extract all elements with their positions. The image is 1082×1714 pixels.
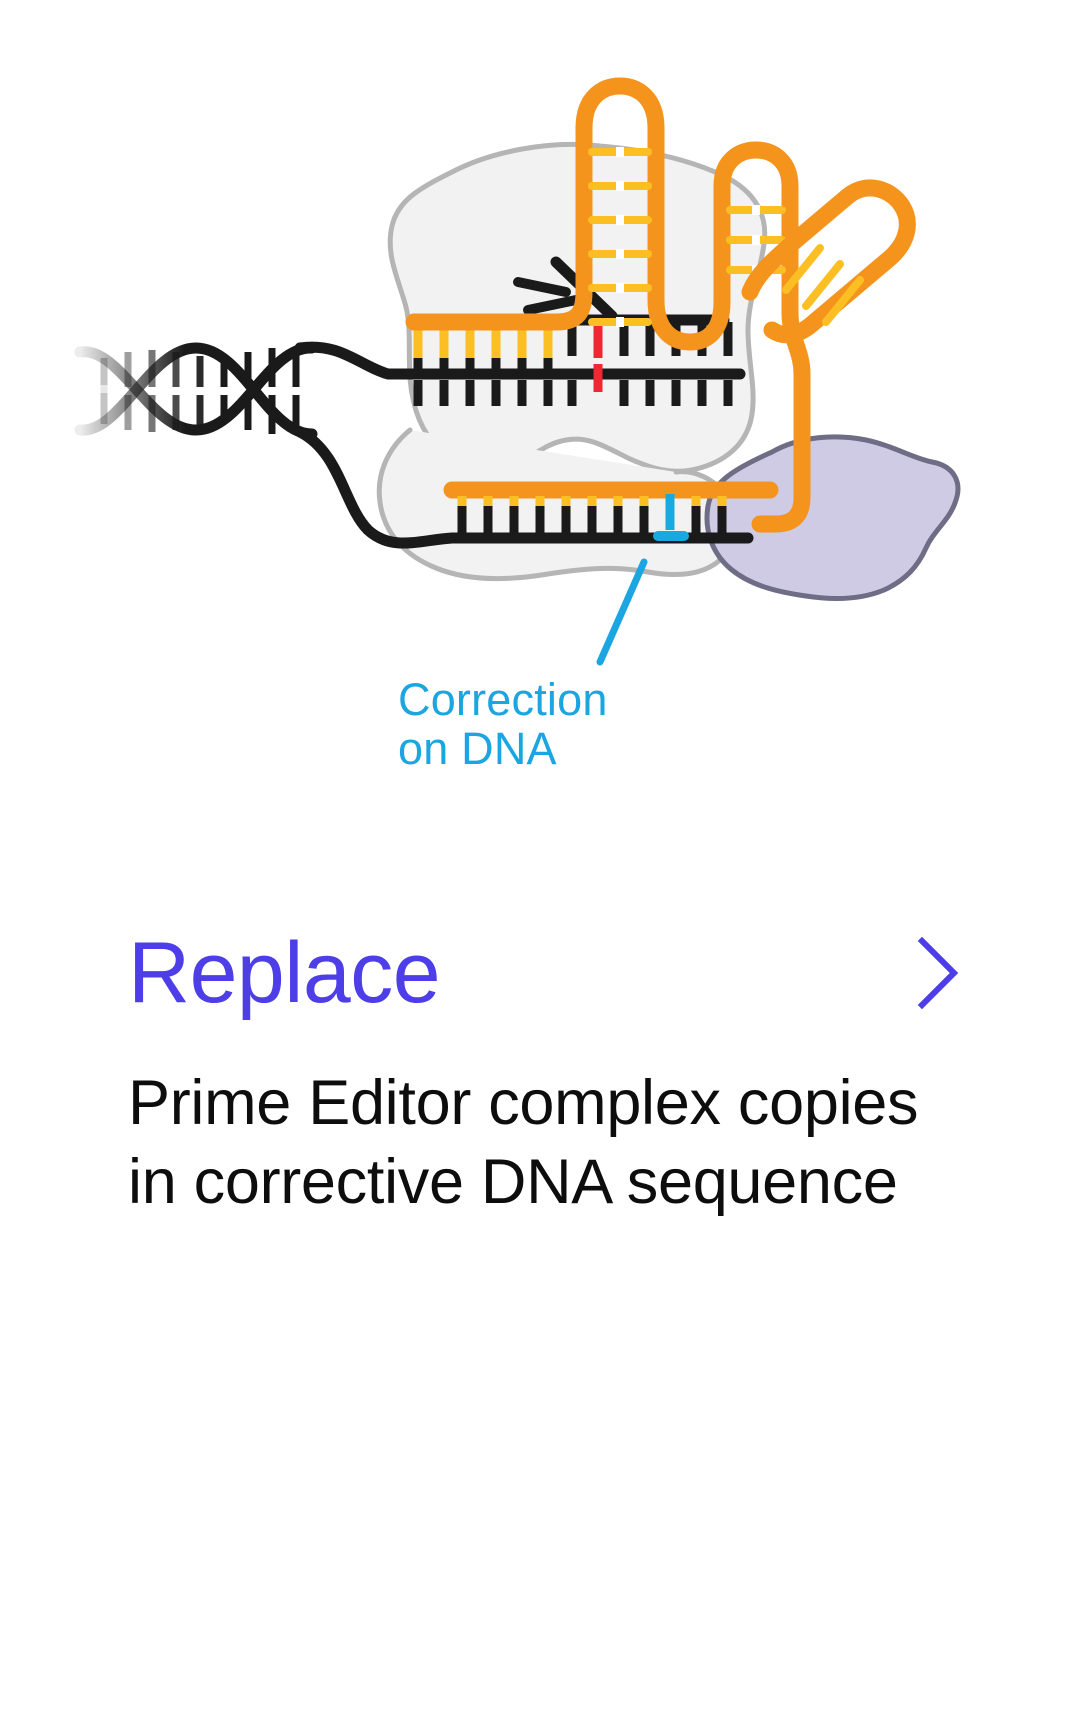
chevron-right-icon[interactable] (910, 935, 964, 1011)
annotation-leader-line (596, 558, 648, 666)
correction-annotation-label: Correction on DNA (398, 674, 608, 774)
rna-hairpin-tall-gap (616, 147, 624, 327)
dna-double-helix (74, 342, 318, 440)
card-text-block: Replace Prime Editor complex copies in c… (0, 930, 1082, 1222)
rna-rungs-top (413, 328, 553, 358)
bottom-heteroduplex (443, 481, 779, 541)
page-title: Replace (128, 925, 441, 1021)
corrected-base-pair (653, 494, 689, 541)
card-caption: Prime Editor complex copies in correctiv… (128, 1068, 919, 1217)
reverse-transcriptase-domain (704, 434, 961, 601)
prime-editor-svg (74, 77, 961, 666)
unwound-dna-strands (294, 341, 754, 549)
replace-title-row[interactable]: Replace (0, 930, 1082, 1016)
prime-editor-illustration: Correction on DNA (0, 0, 1082, 830)
rna-hairpin-diagonal (741, 179, 916, 344)
